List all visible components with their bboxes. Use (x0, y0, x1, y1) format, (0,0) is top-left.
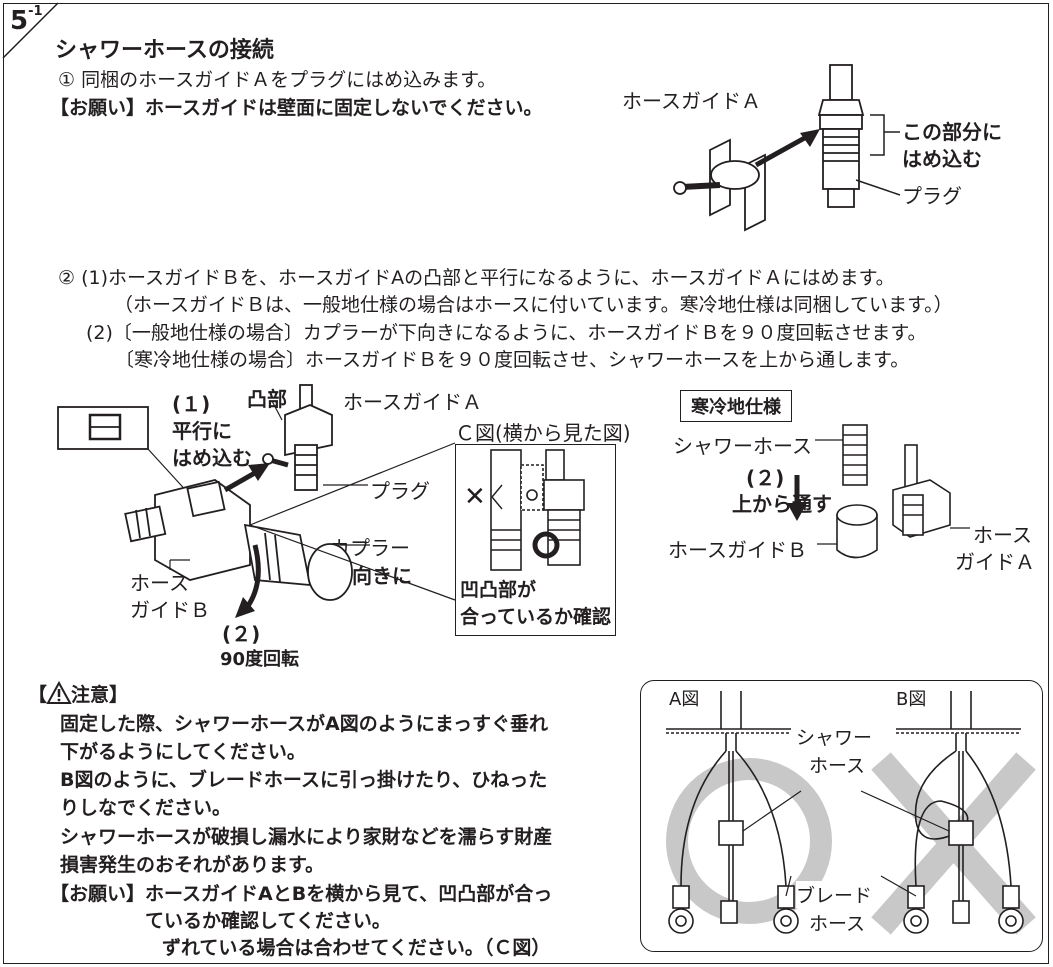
fig1-fit-label-1: この部分に (902, 120, 1002, 144)
fig2-parallel-label-1: 平行に (172, 419, 232, 443)
fig1-plug-label: プラグ (902, 184, 962, 208)
fig2-hose-guide-a-label: ホースガイドＡ (343, 390, 482, 414)
c-view-title: Ｃ図(横から見た図) (455, 421, 631, 445)
caution-request-2: ているか確認してください。 (145, 910, 391, 932)
c-view-check-label-1: 凹凸部が (460, 579, 537, 601)
caution-heading: 【注意】 (28, 680, 129, 706)
fig2-hose-guide-b-label-2: ガイドＢ (130, 598, 210, 622)
fig1-illustration (673, 64, 901, 232)
section-corner-divider (2, 2, 59, 59)
cold-spec-title: 寒冷地仕様 (680, 390, 792, 422)
fig-b-label: B図 (896, 685, 927, 711)
c-view-left-part (490, 449, 522, 571)
cold-illustration (787, 424, 970, 559)
caution-request-1: ホースガイドAとBを横から見て、凹凸部が合っ (145, 883, 553, 905)
caution-line4: りしなでください。 (60, 797, 232, 819)
section-subnumber: -1 (28, 4, 43, 20)
c-view-o-mark (532, 531, 560, 559)
c-view-illustration: ✕ (464, 449, 585, 571)
braided-hose-label-1: ブレード (796, 881, 873, 908)
caution-line6: 損害発生のおそれがあります。 (60, 854, 325, 876)
step2-line1: ② (1)ホースガイドＢを、ホースガイドAの凸部と平行になるように、ホースガイド… (58, 267, 895, 289)
cold-guide-b (836, 514, 878, 559)
step2-line2: （ホースガイドＢは、一般地仕様の場合はホースに付いています。寒冷地仕様は同梱して… (114, 294, 953, 316)
fig2-illustration (57, 384, 456, 618)
fig1-arrow (754, 132, 812, 168)
fig2-plug-label: プラグ (370, 479, 430, 503)
c-view-x-mark: ✕ (464, 482, 486, 512)
fig1-guide-knob (673, 181, 687, 195)
section-number: 5-1 (10, 4, 43, 36)
caution-request-label: 【お願い】 (50, 883, 146, 905)
caution-request-3: ずれている場合は合わせてください。（Ｃ図） (162, 937, 551, 959)
hose-illustration (666, 691, 1036, 935)
step2-line3: (2)〔一般地仕様の場合〕カプラーが下向きになるように、ホースガイドＢを９０度回… (86, 322, 927, 344)
braided-hose-label-2: ホース (809, 909, 866, 936)
fig1-bracket (870, 114, 885, 156)
fig2-step1-number: (１) (172, 392, 211, 416)
c-view-check-label-2: 合っているか確認 (460, 606, 612, 628)
c-view-box: ✕ 凹凸部が 合っているか確認 (455, 444, 616, 636)
hose-illustration-panel: A図 B図 シャワー ホース ブレード ホース (640, 680, 1043, 952)
fig1-plug-stem (829, 64, 853, 101)
fig2-rotate-label: 90度回転 (220, 649, 300, 670)
fig2-coupler-end (307, 543, 353, 601)
cold-hose-guide-b-label: ホースガイドＢ (668, 538, 807, 562)
fig1-plug-body (822, 128, 860, 190)
ok-circle-mark (666, 758, 832, 924)
fig2-step2-number: (２) (222, 622, 261, 646)
fig-a-label: A図 (669, 685, 700, 711)
step1-request: 【お願い】ホースガイドは壁面に固定しないでください。 (50, 97, 543, 119)
cold-hose-guide-a-label-2: ガイドＡ (955, 550, 1035, 574)
fig2-protrusion-label: 凸部 (247, 387, 287, 411)
fig1-guide-ring (710, 160, 760, 190)
cold-hose-guide-a-label-1: ホース (973, 523, 1032, 547)
caution-line2: 下がるようにしてください。 (60, 741, 306, 763)
warning-icon (46, 680, 72, 704)
step2-line4: 〔寒冷地仕様の場合〕ホースガイドＢを９０度回転させ、シャワーホースを上から通しま… (115, 349, 910, 371)
fig2-hose-guide-b-label-1: ホース (130, 571, 189, 595)
shower-hose-label-2: ホース (809, 751, 866, 778)
shower-hose-label-1: シャワー (796, 723, 873, 750)
page-frame (3, 3, 1049, 964)
cold-pass-from-top-label: 上から通す (732, 492, 832, 516)
caution-line1: 固定した際、シャワーホースがA図のようにまっすぐ垂れ (60, 713, 548, 735)
section-title: シャワーホースの接続 (55, 38, 274, 63)
fig1-fit-label-2: はめ込む (902, 147, 982, 171)
fig2-parallel-label-2: はめ込む (172, 446, 252, 470)
fig2-guide-b (154, 479, 251, 581)
step1-text: ① 同梱のホースガイドＡをプラグにはめ込みます。 (58, 69, 497, 91)
caution-line5: シャワーホースが破損し漏水により家財などを濡らす財産 (60, 826, 553, 848)
cold-step-number: (２) (746, 466, 785, 490)
caution-line3: B図のように、ブレードホースに引っ掛けたり、ひねった (60, 769, 548, 791)
fig2-plug-body (294, 444, 318, 491)
fig1-hose-guide-a-label: ホースガイドＡ (622, 89, 761, 113)
cold-shower-hose-label: シャワーホース (673, 434, 812, 458)
